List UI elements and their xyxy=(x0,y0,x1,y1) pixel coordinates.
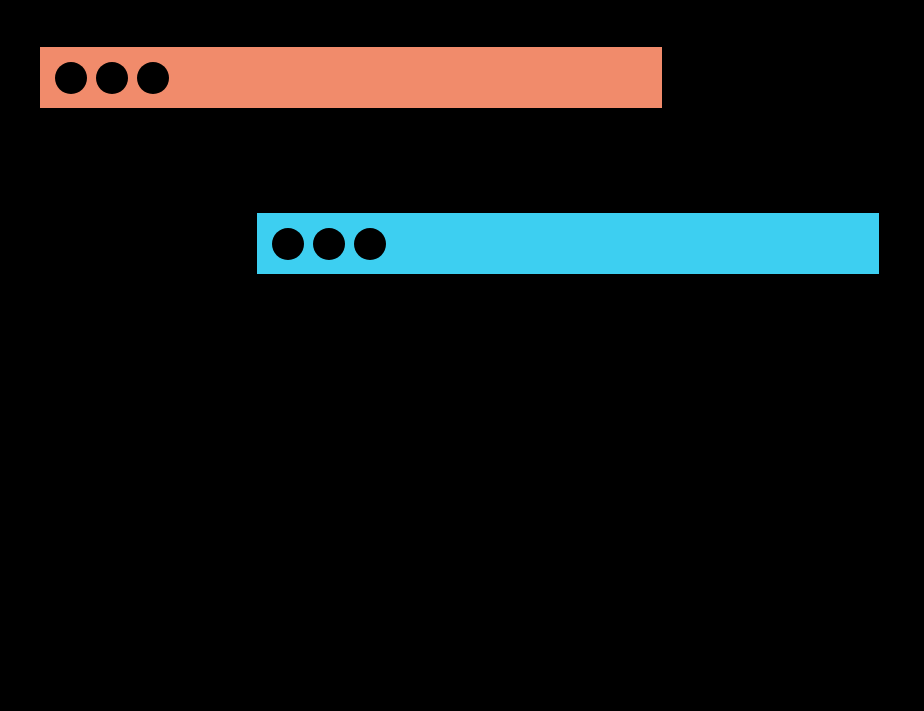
window-control-dot-icon[interactable] xyxy=(313,227,345,260)
window-titlebar-salmon[interactable] xyxy=(40,47,662,108)
window-control-dot-icon[interactable] xyxy=(272,227,304,260)
window-titlebar-cyan[interactable] xyxy=(257,213,879,274)
window-control-dot-icon[interactable] xyxy=(55,61,87,94)
window-control-dot-icon[interactable] xyxy=(354,227,386,260)
window-control-dot-icon[interactable] xyxy=(96,61,128,94)
window-control-dot-icon[interactable] xyxy=(137,61,169,94)
